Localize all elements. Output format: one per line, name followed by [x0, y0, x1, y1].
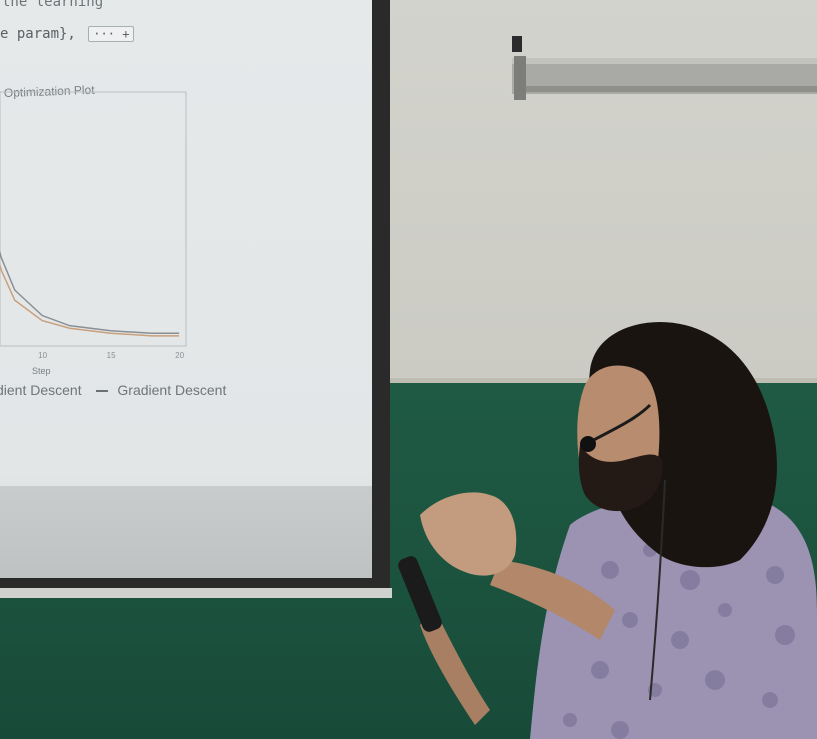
- presenter: [398, 322, 817, 739]
- projector-screen-frame: the learning e param}, ··· + Optimizatio…: [0, 0, 390, 595]
- plot-frame: [0, 91, 187, 347]
- legend-entry-1: dient Descent: [0, 382, 82, 398]
- plot-xlabel: Step: [32, 366, 51, 376]
- ellipsis-box: ··· +: [88, 26, 135, 42]
- legend-entry-2: Gradient Descent: [117, 382, 227, 398]
- headset-mic: [589, 403, 652, 444]
- wall-rail: [512, 36, 817, 100]
- plot-box: [0, 91, 187, 347]
- mic-head: [580, 436, 596, 452]
- projector-screen: the learning e param}, ··· + Optimizatio…: [0, 0, 372, 578]
- presentation-clicker: [398, 556, 442, 632]
- plot-ticks: 10 15 20: [38, 351, 184, 360]
- legend-swatch: [95, 390, 108, 393]
- x-tick-label: 10: [38, 351, 47, 360]
- presenter-left-arm: [420, 610, 490, 725]
- x-tick-label: 15: [107, 351, 116, 360]
- wall-trim: [0, 378, 817, 384]
- plot-series: [0, 250, 180, 337]
- plot-title: Optimization Plot: [4, 83, 96, 100]
- series-line-2: [0, 262, 180, 337]
- presenter-beard: [578, 445, 663, 512]
- presenter-hand: [420, 492, 517, 576]
- series-line-1: [0, 250, 180, 335]
- slide-code-line: e param}, ··· +: [0, 26, 135, 42]
- code-text: e param},: [0, 26, 76, 42]
- screen-bottom-bar: [0, 588, 392, 598]
- slide-top-text: the learning: [2, 0, 104, 10]
- mic-cable: [649, 479, 666, 701]
- x-tick-label: 20: [175, 351, 184, 360]
- plot-legend: dient Descent Gradient Descent: [0, 382, 226, 398]
- presenter-arm: [490, 560, 615, 640]
- optimization-plot: Optimization Plot 10 15 20 Step: [0, 83, 187, 376]
- screen-lower-band: [0, 486, 372, 578]
